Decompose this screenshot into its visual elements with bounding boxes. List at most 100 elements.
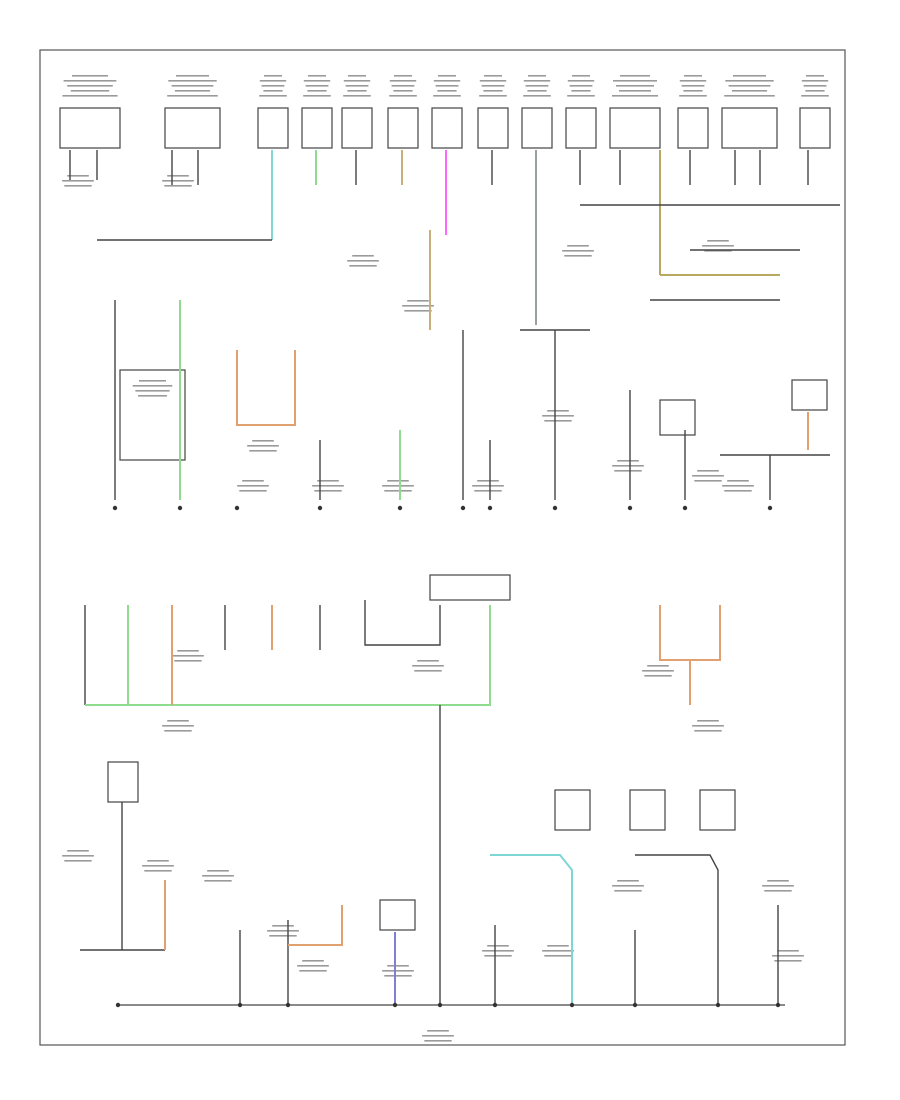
row4-cyan-wire [490,854,573,1005]
row1-label-left-turn-lamp-line-3 [483,90,503,92]
annotation-label-4-line-0 [567,245,589,247]
row1-label-left-window-motor-line-3 [619,90,651,92]
annotation-label-10 [472,480,504,492]
row1-connector-left-power-window-switch [721,107,778,149]
annotation-label-1 [162,175,194,187]
annotation-label-27 [542,945,574,957]
annotation-label-14-line-2 [724,490,752,492]
annotation-label-24-line-1 [297,965,329,967]
row1-label-left-front-park-lamp-line-3 [437,90,457,92]
row1-label-left-headlamp-line-3 [263,90,283,92]
annotation-label-29 [762,880,794,892]
annotation-label-19-line-0 [167,720,189,722]
annotation-label-0-line-0 [67,175,89,177]
annotation-label-30 [422,1030,454,1042]
row1-label-left-rear-door-speaker [167,75,218,97]
row1-label-left-side-marker-line-0 [572,75,590,77]
annotation-label-13-line-1 [692,475,724,477]
row1-label-left-fog-lamp-line-3 [527,90,547,92]
annotation-label-11-line-1 [542,415,574,417]
annotation-label-12-line-2 [614,470,642,472]
row1-label-brake-fluid-sensor-line-4 [343,95,371,97]
row1-connector-left-fog-lamp [521,107,553,149]
row1-label-left-fog-lamp-line-4 [523,95,551,97]
ground-point-row2-10 [552,505,558,511]
annotation-label-8-line-2 [314,490,342,492]
ground-point-row2-7 [627,505,633,511]
row1-label-hood-ajar-switch-line-3 [307,90,327,92]
ground-points-layer [112,505,781,1008]
row1-label-left-headlamp-line-1 [259,80,287,82]
annotation-label-26 [482,945,514,957]
row1-label-left-front-door-speaker-line-2 [67,85,113,87]
row1-label-left-side-marker-line-1 [567,80,595,82]
annotation-label-16-line-1 [412,665,444,667]
annotation-label-2-line-2 [349,265,377,267]
annotation-label-31-line-0 [777,950,799,952]
annotation-label-14-line-1 [722,485,754,487]
annotation-label-27-line-0 [547,945,569,947]
row1-label-left-side-marker [567,75,595,97]
annotation-label-0-line-2 [64,185,92,187]
row1-connector-left-rear-door-speaker [164,107,221,149]
row1-label-hood-ajar-switch-line-1 [303,80,331,82]
row1-label-blower-motor-resistor-line-2 [391,85,415,87]
annotation-label-4 [562,245,594,257]
row1-label-left-rear-door-speaker-line-2 [171,85,214,87]
annotation-label-10-line-0 [477,480,499,482]
annotation-label-4-line-1 [562,250,594,252]
row1-label-hood-ajar-switch-line-4 [303,95,331,97]
row1-label-left-front-door-speaker-line-0 [72,75,108,77]
row2-box-k [791,379,828,411]
annotation-label-7-line-0 [242,480,264,482]
annotation-label-30-line-2 [424,1040,452,1042]
annotation-label-6-line-1 [247,445,279,447]
row2-module-label-line-2 [135,390,170,392]
annotation-label-28-line-2 [614,890,642,892]
row1-connector-left-turn-lamp [477,107,509,149]
row1-label-left-power-window-switch-line-1 [725,80,774,82]
annotation-label-18 [692,720,724,732]
row1-label-left-fog-lamp-line-2 [525,85,549,87]
row4-orange-l [288,905,343,946]
annotation-label-4-line-2 [564,255,592,257]
row3-relay-box [429,574,511,601]
annotation-label-12-line-1 [612,465,644,467]
annotation-label-26-line-2 [484,955,512,957]
annotation-label-20-line-2 [64,860,92,862]
row1-label-left-front-park-lamp-line-2 [435,85,459,87]
row1-label-left-door-lock-actuator [801,75,829,97]
row1-connector-left-door-lock-actuator [799,107,831,149]
row1-label-left-headlamp-line-0 [264,75,282,77]
annotation-label-24-line-2 [299,970,327,972]
annotation-label-13 [692,470,724,482]
row4-connector-e [554,789,591,831]
annotation-label-24-line-0 [302,960,324,962]
row1-label-left-mirror [679,75,707,97]
row1-label-left-front-park-lamp [433,75,461,97]
ground-point-bottom-2 [285,1002,291,1008]
annotation-label-31-line-2 [774,960,802,962]
annotation-label-13-line-0 [697,470,719,472]
row1-label-brake-fluid-sensor-line-3 [347,90,367,92]
ground-point-bottom-6 [569,1002,575,1008]
annotation-label-31-line-1 [772,955,804,957]
diagram-frame [39,49,846,1046]
row1-label-left-rear-door-speaker-line-0 [176,75,209,77]
row1-label-left-mirror-line-2 [681,85,705,87]
row1-label-left-door-lock-actuator-line-4 [801,95,829,97]
row1-label-blower-motor-resistor [389,75,417,97]
row1-connector-left-window-motor [609,107,661,149]
annotation-label-19 [162,720,194,732]
row1-label-left-headlamp-line-2 [261,85,285,87]
row3-green-bus [85,605,491,706]
row1-label-left-fog-lamp-line-0 [528,75,546,77]
row1-label-left-front-park-lamp-line-0 [438,75,456,77]
ground-point-row2-6 [487,505,493,511]
annotation-label-6-line-0 [252,440,274,442]
ground-point-bottom-0 [115,1002,121,1008]
annotation-label-18-line-0 [697,720,719,722]
annotation-label-8-line-0 [317,480,339,482]
row1-connector-left-side-marker [565,107,597,149]
